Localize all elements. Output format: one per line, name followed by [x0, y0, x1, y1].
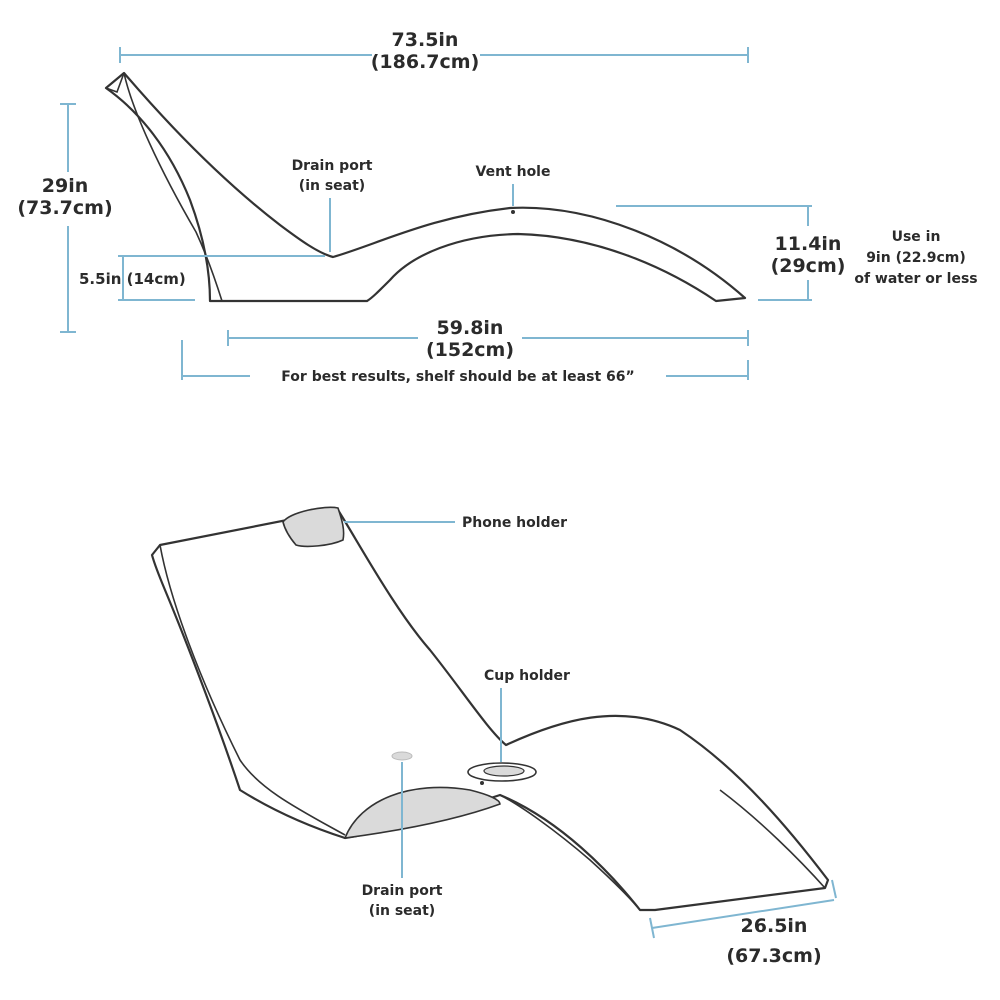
cup-holder-inner: [483, 765, 525, 777]
vent-hole-label: Vent hole: [476, 164, 551, 180]
water-note-line1: Use in: [892, 229, 941, 245]
perspective-drain-port-sublabel: (in seat): [369, 903, 435, 919]
side-view-backrest-edge: [123, 72, 223, 302]
width-tick-right: [831, 879, 837, 899]
side-view: 73.5in (186.7cm) 29in (73.7cm) 5.5in (14…: [17, 29, 977, 385]
water-note-line3: of water or less: [854, 271, 977, 287]
height-inches: 29in: [42, 175, 88, 197]
width-cm: (67.3cm): [726, 945, 821, 967]
side-drain-port-label: Drain port: [292, 158, 373, 174]
cup-holder-vent: [480, 781, 484, 785]
perspective-underside-arch: [343, 786, 501, 839]
phone-holder-icon: [282, 506, 345, 548]
perspective-drain-port-icon: [391, 751, 413, 761]
perspective-backrest-front-edge: [159, 544, 346, 836]
side-view-chair-outline: [104, 71, 747, 303]
perspective-leg-right-edge: [719, 789, 826, 889]
cup-holder-label: Cup holder: [484, 668, 570, 684]
phone-holder-label: Phone holder: [462, 515, 567, 531]
overall-length-inches: 73.5in: [392, 29, 459, 51]
width-dim-line: [651, 899, 835, 929]
leg-height-inches: 11.4in: [775, 233, 842, 255]
perspective-drain-port-label: Drain port: [362, 883, 443, 899]
base-length-cm: (152cm): [426, 339, 514, 361]
width-inches: 26.5in: [741, 915, 808, 937]
water-note-line2: 9in (22.9cm): [866, 250, 966, 266]
perspective-chair-outline: [150, 508, 830, 912]
perspective-view: Phone holder Cup holder Drain port (in s…: [150, 506, 837, 967]
width-tick-left: [649, 917, 655, 939]
side-view-headrest-edge: [105, 72, 125, 94]
side-drain-port-sublabel: (in seat): [299, 178, 365, 194]
shelf-note: For best results, shelf should be at lea…: [281, 369, 634, 385]
base-length-inches: 59.8in: [437, 317, 504, 339]
side-view-vent-hole: [511, 210, 515, 214]
perspective-seat-front-edge: [499, 794, 641, 911]
leg-height-cm: (29cm): [771, 255, 846, 277]
height-cm: (73.7cm): [17, 197, 112, 219]
seat-height-label: 5.5in (14cm): [79, 270, 186, 288]
overall-length-cm: (186.7cm): [371, 51, 480, 73]
